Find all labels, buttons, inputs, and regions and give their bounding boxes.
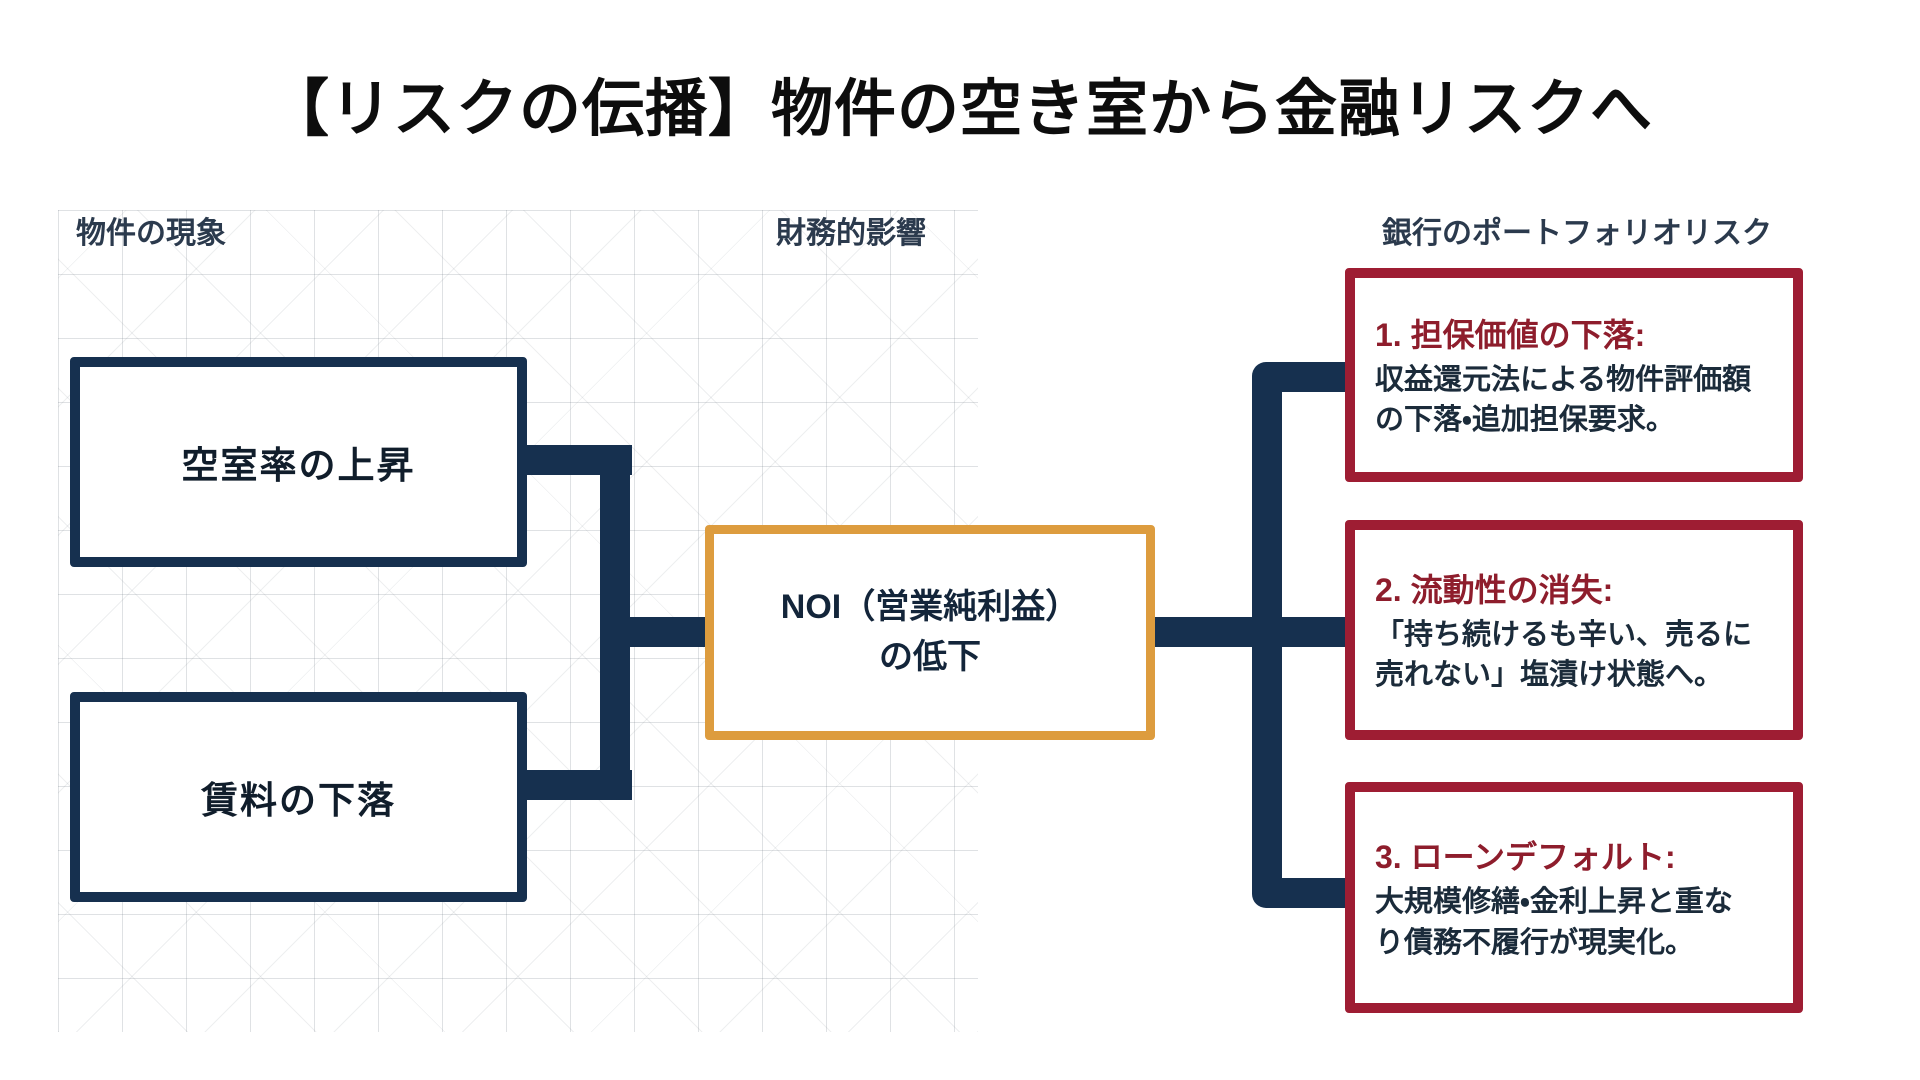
node-loan-default-title: 3. ローンデフォルト: <box>1375 839 1676 876</box>
column-header-bank-portfolio: 銀行のポートフォリオリスク <box>1382 217 1772 250</box>
connector-trunk-to-default <box>1266 878 1354 908</box>
node-collateral-title: 1. 担保価値の下落: <box>1375 316 1646 353</box>
connector-trunk-to-noi <box>626 617 714 647</box>
diagram-title: 【リスクの伝播】物件の空き室から金融リスクへ <box>266 75 1653 144</box>
node-liquidity-title: 2. 流動性の消失: <box>1375 571 1614 608</box>
node-loan-default-body: 大規模修繕・金利上昇と重な り債務不履行が現実化。 <box>1375 886 1733 959</box>
node-liquidity-body: 「持ち続けるも辛い、売るに 売れない」塩漬け状態へ。 <box>1375 618 1753 691</box>
node-vacancy-rate-rise: 空室率の上昇 <box>70 357 527 567</box>
node-collateral-body: 収益還元法による物件評価額 の下落・追加担保要求。 <box>1375 363 1752 436</box>
node-rent-decline: 賃料の下落 <box>70 692 527 902</box>
node-loan-default: 3. ローンデフォルト: 大規模修繕・金利上昇と重な り債務不履行が現実化。 <box>1345 782 1803 1013</box>
node-vacancy-rate-rise-label: 空室率の上昇 <box>181 445 416 486</box>
node-noi-decline: NOI（営業純利益） の低下 <box>705 525 1155 740</box>
connector-left-trunk <box>600 445 630 800</box>
column-header-financial: 財務的影響 <box>776 217 926 250</box>
connector-right-trunk <box>1252 362 1282 908</box>
connector-trunk-to-collateral <box>1266 362 1354 392</box>
column-header-property: 物件の現象 <box>76 217 226 250</box>
node-noi-decline-label: NOI（営業純利益） の低下 <box>780 588 1080 676</box>
node-liquidity-loss: 2. 流動性の消失: 「持ち続けるも辛い、売るに 売れない」塩漬け状態へ。 <box>1345 520 1803 740</box>
node-collateral-value-decline: 1. 担保価値の下落: 収益還元法による物件評価額 の下落・追加担保要求。 <box>1345 268 1803 482</box>
node-rent-decline-label: 賃料の下落 <box>201 780 396 821</box>
connector-trunk-to-liquidity <box>1282 617 1354 647</box>
